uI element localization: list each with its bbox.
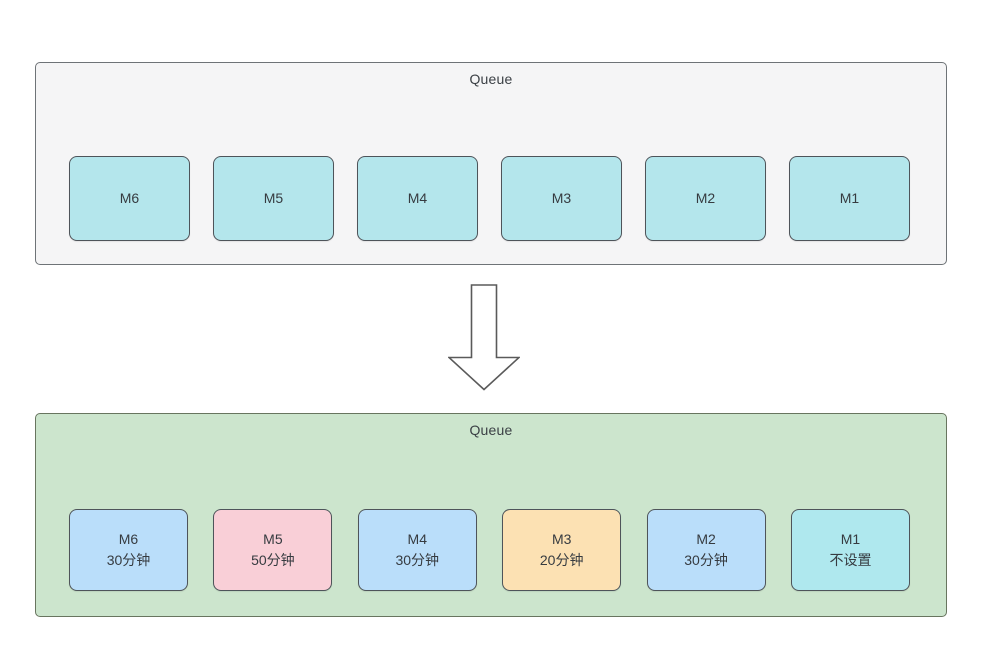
queue-item-delay: 50分钟 — [251, 552, 295, 568]
queue-item-label: M6 — [118, 531, 139, 547]
queue-item-label: M4 — [407, 190, 428, 206]
queue-item-delay: 30分钟 — [684, 552, 728, 568]
queue-item-label: M5 — [263, 190, 284, 206]
queue-item-label: M3 — [551, 531, 572, 547]
queue-item-delay: 不设置 — [829, 552, 872, 568]
queue-item-label: M6 — [119, 190, 140, 206]
queue-item-label: M3 — [551, 190, 572, 206]
queue-item-m5-timed: M5 50分钟 — [213, 509, 333, 591]
queue-item-m4-timed: M4 30分钟 — [357, 509, 477, 591]
top-queue-container: Queue M6 M5 M4 M3 M2 M1 — [35, 62, 947, 265]
queue-item-label: M2 — [696, 531, 716, 547]
queue-item-m3: M3 — [501, 156, 622, 241]
bottom-queue-title: Queue — [469, 422, 513, 438]
queue-item-m1-unset: M1 不设置 — [790, 509, 910, 591]
queue-item-m4: M4 — [357, 156, 478, 241]
bottom-queue-container: Queue M6 30分钟 M5 50分钟 M4 30分钟 M3 20分钟 M2… — [35, 413, 947, 617]
queue-item-m5: M5 — [213, 156, 334, 241]
queue-item-label: M1 — [840, 531, 861, 547]
bottom-queue-row: M6 30分钟 M5 50分钟 M4 30分钟 M3 20分钟 M2 30分钟 … — [69, 509, 910, 591]
top-queue-row: M6 M5 M4 M3 M2 M1 — [69, 156, 910, 241]
queue-item-label: M5 — [263, 531, 283, 547]
queue-item-m2-timed: M2 30分钟 — [646, 509, 766, 591]
queue-item-m1: M1 — [789, 156, 910, 241]
queue-item-label: M4 — [407, 531, 427, 547]
queue-item-m3-timed: M3 20分钟 — [502, 509, 622, 591]
top-queue-title: Queue — [469, 71, 513, 87]
queue-item-label: M2 — [695, 190, 716, 206]
queue-item-m6: M6 — [69, 156, 190, 241]
queue-item-label: M1 — [839, 190, 860, 206]
queue-item-m2: M2 — [645, 156, 766, 241]
queue-item-delay: 30分钟 — [106, 552, 151, 568]
queue-item-delay: 20分钟 — [539, 552, 584, 568]
queue-item-m6-timed: M6 30分钟 — [69, 509, 188, 591]
down-arrow-icon — [448, 284, 520, 391]
queue-item-delay: 30分钟 — [395, 552, 440, 568]
